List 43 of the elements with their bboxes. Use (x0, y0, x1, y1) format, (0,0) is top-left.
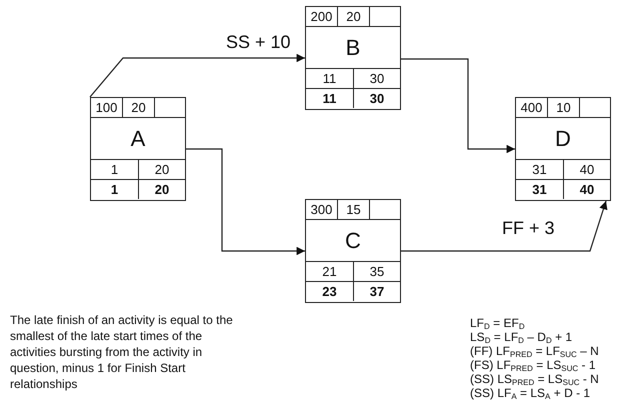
duration: 20 (346, 9, 361, 24)
arrow (401, 200, 608, 252)
late-start: 23 (322, 284, 337, 299)
formula-text: (SS) LS$_{PRED}$ = LS$_{SUC}$ - N (470, 373, 600, 386)
early-start: 31 (532, 162, 547, 177)
late-start: 31 (532, 182, 547, 197)
activity-node (515, 97, 611, 201)
activity-node (305, 6, 401, 110)
formula-text: (FS) LF$_{PRED}$ = LS$_{SUC}$ - 1 (470, 359, 596, 372)
early-finish: 30 (370, 71, 384, 86)
formula-text: LF$_{D}$ = EF$_{D}$ (470, 317, 526, 330)
formula-text: (FF) LF$_{PRED}$ = LF$_{SUC}$ – N (470, 345, 600, 358)
early-start: 1 (110, 162, 118, 177)
duration: 15 (346, 202, 361, 217)
arrow (186, 148, 305, 256)
formula-text: LS$_{D}$ = LF$_{D}$ – D$_{D}$ + 1 (470, 331, 574, 344)
activity-id: 300 (310, 202, 332, 217)
activity-id: 200 (310, 9, 332, 24)
activity-id: 100 (96, 100, 118, 115)
late-start: 1 (110, 182, 118, 197)
duration: 10 (556, 100, 571, 115)
note-text: The late finish of an activity is equal to the smallest of the late start times of the activities bursting from the activity in question, minus 1 for Finish Start relationships (10, 312, 234, 392)
late-finish: 37 (370, 284, 384, 299)
arrow (401, 58, 515, 154)
activity-name: A (130, 126, 146, 152)
late-finish: 30 (370, 91, 384, 106)
activity-name: D (555, 126, 571, 152)
activity-id: 400 (520, 100, 542, 115)
activity-name: B (346, 34, 360, 60)
duration: 20 (131, 100, 146, 115)
late-finish: 40 (580, 182, 594, 197)
activity-node (90, 97, 186, 201)
late-start: 11 (322, 91, 336, 106)
early-finish: 35 (370, 264, 384, 279)
early-finish: 40 (580, 162, 594, 177)
activity-name: C (345, 228, 361, 254)
late-finish: 20 (154, 182, 170, 197)
early-start: 11 (322, 71, 336, 86)
early-finish: 20 (154, 162, 170, 177)
activity-node (305, 199, 401, 303)
early-start: 21 (322, 264, 337, 279)
formula-text: (SS) LF$_{A}$ = LS$_{A}$ + D - 1 (470, 387, 592, 400)
arrow (90, 54, 305, 98)
